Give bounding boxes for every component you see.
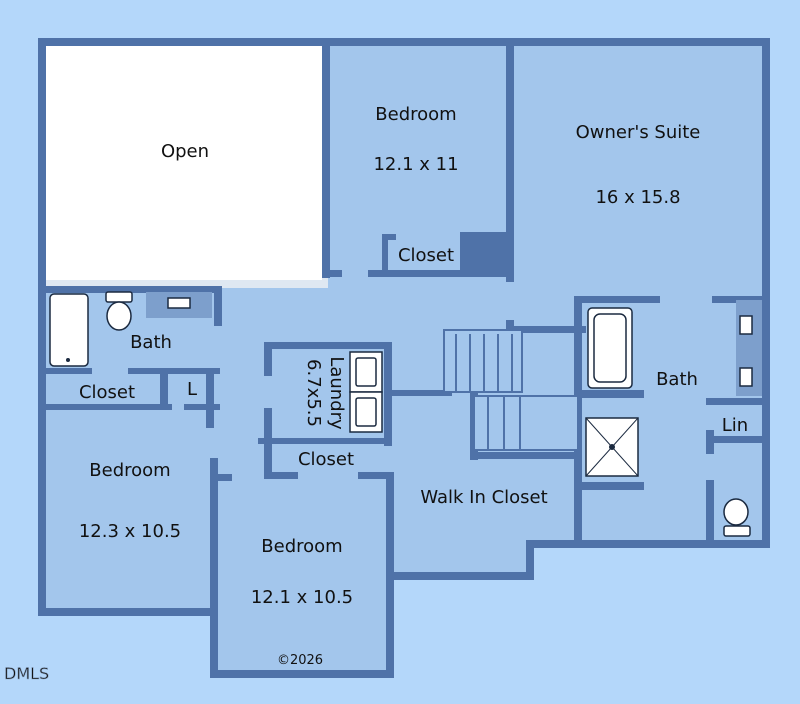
room-label-bedroom-left: Bedroom — [89, 460, 170, 481]
toilet-icon — [106, 301, 132, 331]
room-label-walk-in-closet: Walk In Closet — [420, 487, 547, 508]
toilet-icon — [723, 498, 749, 526]
room-size-owners-suite: 16 x 15.8 — [595, 187, 680, 208]
room-label-linen-left: L — [187, 379, 197, 400]
room-size-bedroom-left: 12.3 x 10.5 — [79, 521, 181, 542]
interior-walls — [42, 42, 766, 576]
bathtub-icon — [49, 293, 89, 367]
watermark-text: DMLS — [4, 664, 49, 683]
room-label-closet-left: Closet — [79, 382, 135, 403]
toilet-tank-icon — [105, 291, 133, 303]
room-label-bath-right: Bath — [656, 369, 698, 390]
right-bath-fixtures — [585, 307, 753, 537]
sink-icon — [739, 367, 753, 387]
room-size-bedroom-bottom: 12.1 x 10.5 — [251, 587, 353, 608]
room-label-laundry: Laundry — [326, 356, 347, 430]
room-label-open: Open — [161, 141, 209, 162]
copyright-text: ©2026 — [277, 653, 323, 668]
left-bath-fixtures — [49, 291, 212, 367]
sink-icon — [739, 315, 753, 335]
room-label-bedroom-top: Bedroom — [375, 104, 456, 125]
room-label-closet-top: Closet — [398, 245, 454, 266]
room-size-laundry: 6.7x5.5 — [303, 359, 324, 427]
room-label-owners-suite: Owner's Suite — [576, 122, 701, 143]
toilet-tank-icon — [723, 525, 751, 537]
laundry-fixtures — [349, 351, 383, 433]
room-size-bedroom-top: 12.1 x 11 — [373, 154, 458, 175]
room-label-bath-left: Bath — [130, 332, 172, 353]
exterior-walls — [38, 38, 770, 678]
open-area — [46, 46, 322, 282]
room-label-bedroom-bottom: Bedroom — [261, 536, 342, 557]
staircase — [443, 329, 579, 451]
room-label-lin-right: Lin — [722, 415, 748, 436]
room-label-closet-mid: Closet — [298, 449, 354, 470]
